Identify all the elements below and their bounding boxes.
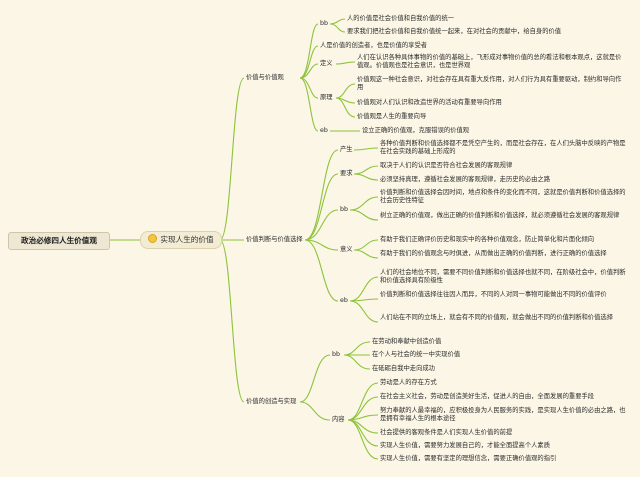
lightbulb-icon [148, 234, 158, 243]
topic-node[interactable]: 实现人生的价值 [140, 231, 222, 249]
jc-cs-label[interactable]: 产生 [340, 146, 353, 153]
jc-eb-item-3[interactable]: 人们站在不同的立场上，就会有不同的价值观，就会做出不同的价值判断和价值选择 [380, 314, 613, 321]
branch-judge-choose[interactable]: 价值判断与价值选择 [246, 236, 303, 243]
vv-eb-label[interactable]: eb [320, 127, 328, 134]
cr-bb-label[interactable]: bb [332, 351, 340, 358]
cr-nr-item-5[interactable]: 实现人生价值，需要努力发展自己的，才能全面提高个人素质 [380, 442, 551, 449]
vv-yl-item-2[interactable]: 价值观对人们认识和改造世界的活动有重要导向作用 [357, 99, 502, 106]
jc-yy-item-1[interactable]: 有助于我们正确评价历史和现实中的各种价值观念，防止简单化和片面化倾向 [380, 236, 595, 243]
jc-bb-label[interactable]: bb [340, 206, 348, 213]
branch-create-realize[interactable]: 价值的创造与实现 [246, 398, 297, 405]
cr-bb-item-3[interactable]: 在砥砺自我中走向成功 [372, 365, 435, 372]
topic-label: 实现人生的价值 [160, 235, 214, 244]
vv-yl-label[interactable]: 原理 [320, 94, 333, 101]
cr-nr-item-1[interactable]: 劳动是人的存在方式 [380, 379, 437, 386]
jc-yq-item-2[interactable]: 必须坚持真理，遵循社会发展的客观规律，走历史的必由之路 [380, 176, 551, 183]
jc-yq-item-1[interactable]: 取决于人们的认识是否符合社会发展的客观规律 [380, 162, 513, 169]
vv-yl-item-1[interactable]: 价值观这一种社会意识，对社会存在具有重大反作用，对人们行为具有重要驱动，制约和导… [357, 76, 622, 92]
jc-cs-item-1[interactable]: 各种价值判断和价值选择都不是凭空产生的，而是社会存在，在人们头脑中反映的产物是在… [380, 140, 626, 156]
cr-nr-item-3[interactable]: 努力奉献的人最幸福的，应积极投身为人民服务的实践，是实现人生价值的必由之路，也是… [380, 407, 626, 423]
jc-eb-label[interactable]: eb [340, 297, 348, 304]
cr-bb-item-2[interactable]: 在个人与社会的统一中实现价值 [372, 351, 461, 358]
jc-yy-item-2[interactable]: 有助于我们的价值观念与时俱进，从而做出正确的价值判断，进行正确的价值选择 [380, 250, 607, 257]
vv-yl-item-3[interactable]: 价值观是人生的重要向导 [357, 113, 427, 120]
root-node[interactable]: 政治必修四人生价值观 [8, 232, 110, 250]
vv-eb-item-1[interactable]: 设立正确的价值观，克服错误的价值观 [362, 127, 470, 134]
jc-bb-item-2[interactable]: 树立正确的价值观，做出正确的价值判断和价值选择，就必须遵循社会发展的客观规律 [380, 212, 620, 219]
vv-def-label[interactable]: 定义 [320, 60, 333, 67]
branch-value-view[interactable]: 价值与价值观 [246, 74, 284, 81]
jc-eb-item-2[interactable]: 价值判断和价值选择往往因人而异，不同的人对同一事物可能做出不同的价值评价 [380, 291, 607, 298]
cr-nr-item-6[interactable]: 实现人生价值，需要有坚定的理想信念，需要正确价值观的指引 [380, 455, 557, 462]
vv-creator[interactable]: 人是价值的创造者，也是价值的享受者 [320, 42, 428, 49]
vv-bb-item-2[interactable]: 要求我们把社会价值和自我价值统一起来，在对社会的贡献中，给自身的价值 [347, 28, 562, 35]
cr-nr-item-4[interactable]: 社会提供的客观条件是人们实现人生价值的前提 [380, 429, 513, 436]
jc-eb-item-1[interactable]: 人们的社会地位不同，需要不同价值判断和价值选择也就不同，在阶级社会中，价值判断和… [380, 269, 626, 285]
vv-bb-label[interactable]: bb [320, 20, 328, 27]
jc-yy-label[interactable]: 意义 [340, 246, 353, 253]
cr-nr-label[interactable]: 内容 [332, 416, 345, 423]
vv-def-item-1[interactable]: 人们在认识各种具体事物的价值的基础上，飞形成对事物价值的总的看法和根本观点，这就… [357, 54, 622, 70]
vv-bb-item-1[interactable]: 人的价值是社会价值和自我价值的统一 [347, 15, 455, 22]
jc-bb-item-1[interactable]: 价值判断和价值选择会因时间，地点和条件的变化而不同，这就是价值判断和价值选择的社… [380, 189, 626, 205]
cr-bb-item-1[interactable]: 在劳动和奉献中创造价值 [372, 338, 442, 345]
jc-yq-label[interactable]: 要求 [340, 170, 353, 177]
cr-nr-item-2[interactable]: 在社会主义社会，劳动是创造美好生活，促进人的自由，全面发展的重要手段 [380, 393, 595, 400]
